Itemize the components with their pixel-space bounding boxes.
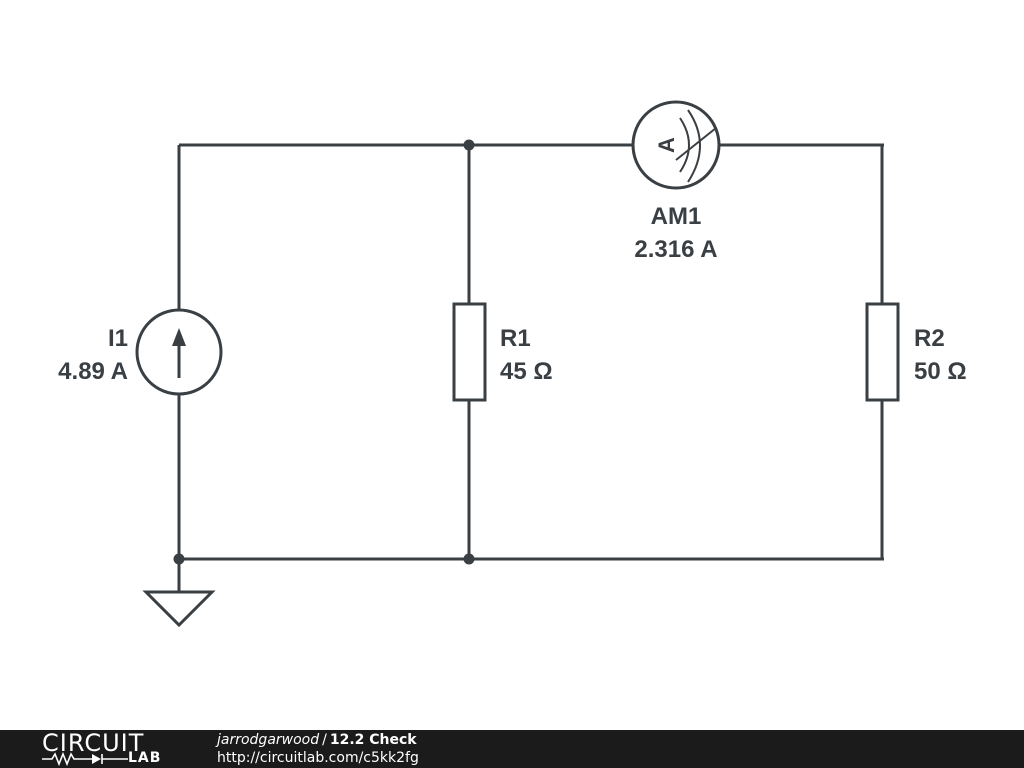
am1-name: AM1 [651,203,702,230]
ammeter-scale-arc-inner [679,117,690,173]
ammeter-icon [631,100,721,190]
footer-bar: CIRCUIT LAB jarrodgarwood/12.2 Check htt… [0,730,1024,768]
current-source-i1: I1 4.89 A [58,308,223,396]
i1-name: I1 [108,325,128,352]
r2-name: R2 [914,325,945,352]
ammeter-scale-arc-outer [687,109,701,183]
circuit-title[interactable]: 12.2 Check [329,732,417,748]
footer-title-line: jarrodgarwood/12.2 Check [217,731,417,749]
footer-separator: / [322,732,327,748]
logo-text-circuit: CIRCUIT [42,729,145,757]
resistor-r2-body [865,302,900,402]
ammeter-letter: A [654,137,679,153]
ammeter-am1: A AM1 2.316 A [631,100,721,263]
author-link[interactable]: jarrodgarwood [217,732,320,748]
resistor-r1: R1 45 Ω [452,302,553,402]
r1-name: R1 [500,325,531,352]
am1-value: 2.316 A [634,236,717,263]
i1-value: 4.89 A [58,358,128,385]
circuit-url-link[interactable]: http://circuitlab.com/c5kk2fg [217,750,419,766]
junction-bottom-middle [463,553,475,565]
wires [177,143,884,592]
junction-bottom-left [173,553,185,565]
resistor-diode-logo-icon [42,752,128,766]
current-arrow-head-icon [172,328,186,346]
r1-value: 45 Ω [500,358,553,385]
ammeter-needle [675,127,717,161]
resistor-r1-body [452,302,487,402]
junction-top-middle [463,139,475,151]
logo-text-lab: LAB [128,750,162,766]
ground-icon [142,590,216,628]
circuitlab-logo[interactable]: CIRCUIT LAB [40,730,180,768]
circuit-schematic: I1 4.89 A R1 45 Ω R2 50 Ω A AM1 2.316 A [58,100,967,628]
r2-value: 50 Ω [914,358,967,385]
resistor-r2: R2 50 Ω [865,302,967,402]
